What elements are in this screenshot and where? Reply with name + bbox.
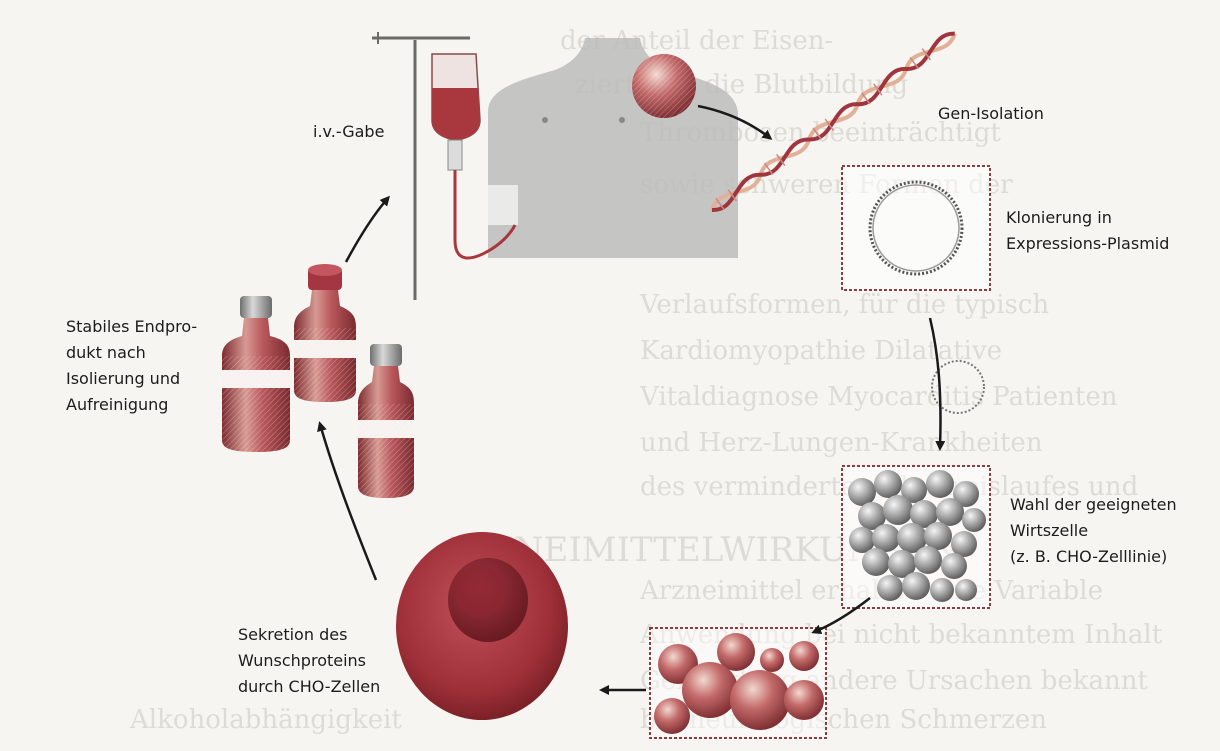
product-bottles	[222, 264, 414, 498]
plasmid-box	[842, 166, 990, 290]
label-klonierung: Klonierung in Expressions-Plasmid	[1006, 205, 1169, 257]
cho-cell	[396, 532, 568, 720]
label-line: Expressions-Plasmid	[1006, 231, 1169, 257]
label-line: (z. B. CHO-Zelllinie)	[1010, 544, 1177, 570]
label-sekretion: Sekretion des Wunschproteins durch CHO-Z…	[238, 622, 380, 700]
host-cell-cluster-box	[842, 466, 990, 608]
bottle-left	[222, 296, 290, 452]
label-wahl-wirtszelle: Wahl der geeigneten Wirtszelle (z. B. CH…	[1010, 492, 1177, 570]
label-line: Wirtszelle	[1010, 518, 1177, 544]
secreting-cells-box	[650, 628, 826, 738]
arrow-to-iv	[346, 198, 388, 262]
label-line: dukt nach	[66, 340, 197, 366]
label-line: Stabiles Endpro-	[66, 314, 197, 340]
label-line: Wahl der geeigneten	[1010, 492, 1177, 518]
label-endprodukt: Stabiles Endpro- dukt nach Isolierung un…	[66, 314, 197, 418]
label-line: Wunschproteins	[238, 648, 380, 674]
label-gen-isolation: Gen-Isolation	[938, 101, 1044, 127]
label-line: Klonierung in	[1006, 205, 1169, 231]
label-iv-gabe: i.v.-Gabe	[313, 119, 384, 145]
patient-torso	[488, 38, 738, 258]
label-line: durch CHO-Zellen	[238, 674, 380, 700]
bottle-right	[358, 344, 414, 498]
bottle-middle	[294, 264, 356, 402]
label-line: Isolierung und	[66, 366, 197, 392]
gene-sphere-texture	[632, 54, 696, 118]
label-line: Aufreinigung	[66, 392, 197, 418]
label-line: Sekretion des	[238, 622, 380, 648]
